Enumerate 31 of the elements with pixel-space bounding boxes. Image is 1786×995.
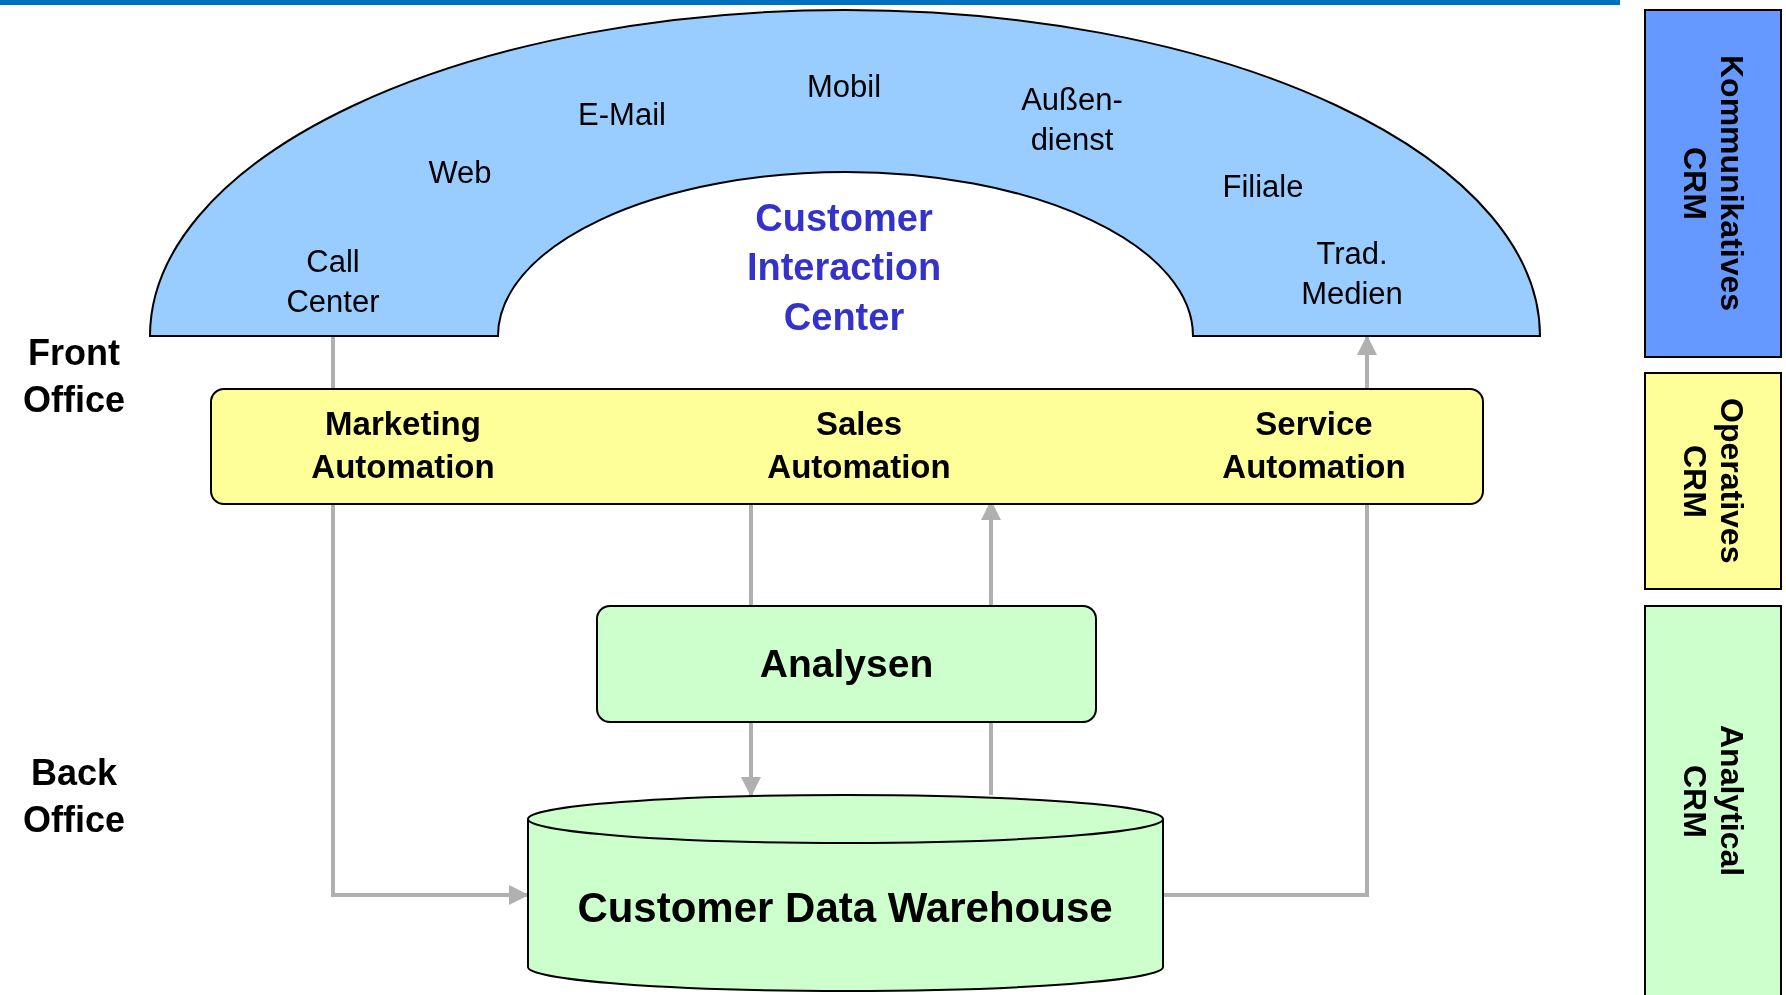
section-label: Back Office — [22, 751, 126, 842]
database-cylinder — [527, 793, 1164, 993]
channel-label: Filiale — [1221, 167, 1305, 206]
channel-label: Web — [427, 153, 493, 192]
module-label: Marketing Automation — [310, 404, 496, 487]
band-label: Analytical CRM — [1676, 724, 1750, 879]
automation-bar — [210, 388, 1484, 505]
category-band — [1644, 372, 1782, 590]
connector-line — [1164, 502, 1369, 897]
process-box: Analysen — [596, 605, 1097, 723]
section-label: Front Office — [22, 331, 126, 422]
center-title: Customer Interaction Center — [745, 195, 943, 340]
module-label: Sales Automation — [766, 404, 952, 487]
band-label: Operatives CRM — [1676, 397, 1750, 566]
connector-line — [331, 337, 335, 388]
band-label: Kommunikatives CRM — [1676, 54, 1750, 314]
category-band — [1644, 605, 1782, 995]
module-label: Service Automation — [1221, 404, 1407, 487]
channel-label: E-Mail — [577, 95, 667, 134]
arch-band — [149, 9, 1542, 338]
channel-label: Trad. Medien — [1300, 234, 1404, 313]
channel-label: Call Center — [285, 242, 381, 321]
channel-label: Mobil — [805, 67, 883, 106]
arrow — [741, 721, 761, 797]
arrow — [331, 502, 529, 905]
database-label: Customer Data Warehouse — [577, 884, 1113, 932]
channel-label: Außen- dienst — [1020, 80, 1124, 159]
connector-line — [989, 721, 993, 795]
connector-line — [749, 502, 753, 605]
arrow — [1357, 335, 1377, 388]
category-band — [1644, 9, 1782, 358]
